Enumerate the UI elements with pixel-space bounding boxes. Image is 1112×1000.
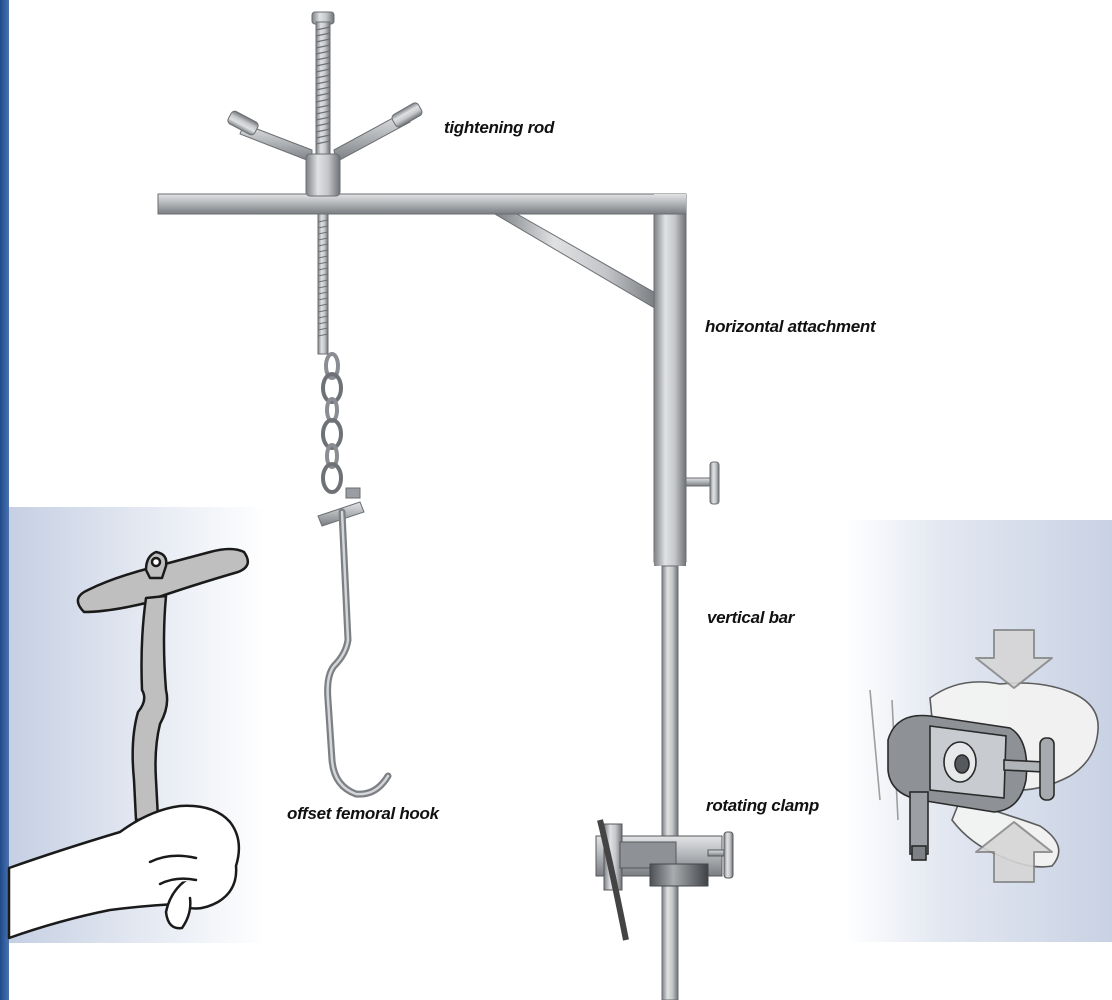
label-offset-femoral-hook: offset femoral hook [287, 804, 439, 823]
rotating-clamp [595, 819, 734, 941]
upper-vertical-tube [653, 213, 687, 563]
label-rotating-clamp: rotating clamp [706, 796, 819, 815]
fist-illustration [7, 804, 241, 940]
chain [321, 352, 343, 494]
label-vertical-bar: vertical bar [707, 608, 795, 627]
vertical-bar [661, 565, 679, 1000]
hand-grip-icon [76, 547, 250, 822]
diagonal-brace [493, 209, 665, 311]
clamp-inset [846, 520, 1112, 942]
label-tightening-rod: tightening rod [444, 118, 555, 137]
clamp-inset-body [887, 714, 1055, 861]
tube-tknob [685, 461, 720, 505]
offset-femoral-hook [317, 487, 392, 798]
press-arrows-icon [975, 629, 1053, 883]
tightening-rod [227, 11, 423, 355]
horizontal-attachment-bar [157, 193, 687, 215]
label-horizontal-attachment: horizontal attachment [705, 317, 876, 336]
hook-grip-inset [7, 507, 265, 943]
left-edge-band [0, 0, 9, 1000]
retractor-stand [157, 11, 734, 1000]
